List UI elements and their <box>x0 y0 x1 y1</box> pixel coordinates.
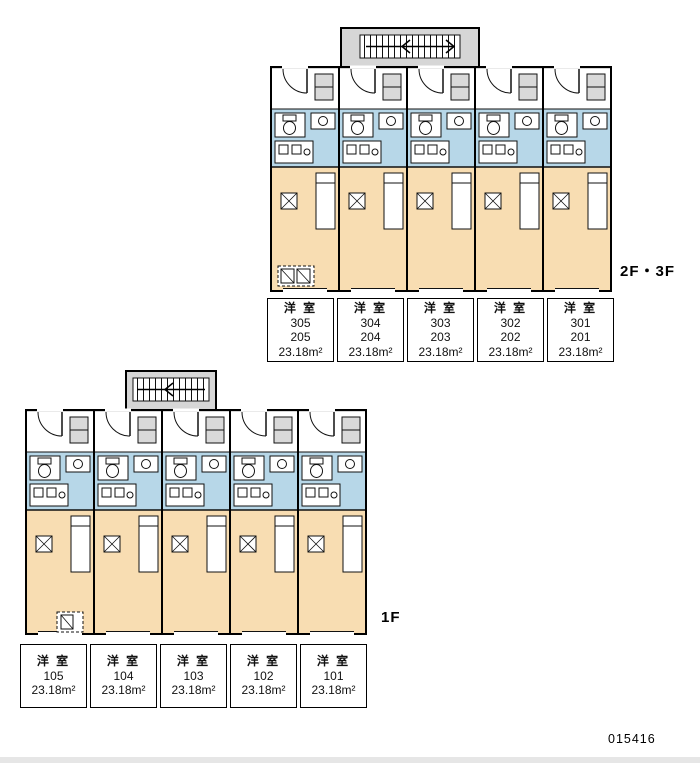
page-bottom-edge <box>0 757 700 763</box>
room-type-label: 洋 室 <box>246 654 281 669</box>
room-area: 23.18m² <box>171 683 216 698</box>
floor-label-2f3f: 2F・3F <box>620 263 676 280</box>
floor-plan-2f3f-drawing <box>269 27 613 293</box>
room-number: 102 <box>253 668 274 683</box>
room-number: 103 <box>183 668 204 683</box>
room-area: 23.18m² <box>278 344 323 359</box>
floor-plan-2f3f <box>268 26 614 293</box>
unit-info-cell-303: 洋 室 303 203 23.18m² <box>407 298 474 362</box>
floor-plan-1f-drawing <box>24 370 368 636</box>
unit-104 <box>92 408 164 636</box>
unit-103 <box>160 408 232 636</box>
reference-number: 015416 <box>608 732 656 746</box>
unit-info-cell-102: 洋 室 102 23.18m² <box>230 644 297 708</box>
room-type-label: 洋 室 <box>423 301 458 315</box>
room-type-label: 洋 室 <box>283 301 318 315</box>
unit-102 <box>228 408 300 636</box>
room-number: 105 <box>43 668 64 683</box>
room-area: 23.18m² <box>558 344 603 359</box>
room-type-label: 洋 室 <box>563 301 598 315</box>
room-number: 301 <box>570 315 591 330</box>
room-area: 23.18m² <box>311 683 356 698</box>
unit-table-2f3f: 洋 室 305 205 23.18m² 洋 室 304 204 23.18m² … <box>267 298 614 362</box>
room-type-label: 洋 室 <box>36 654 71 669</box>
room-type-label: 洋 室 <box>316 654 351 669</box>
room-type-label: 洋 室 <box>176 654 211 669</box>
unit-info-cell-104: 洋 室 104 23.18m² <box>90 644 157 708</box>
unit-info-cell-101: 洋 室 101 23.18m² <box>300 644 367 708</box>
room-number: 303 <box>430 315 451 330</box>
room-number: 104 <box>113 668 134 683</box>
room-number: 205 <box>290 330 311 344</box>
room-number: 204 <box>360 330 381 344</box>
unit-info-cell-302: 洋 室 302 202 23.18m² <box>477 298 544 362</box>
stairwell <box>340 27 480 70</box>
room-area: 23.18m² <box>488 344 533 359</box>
room-area: 23.18m² <box>101 683 146 698</box>
unit-301 <box>541 65 613 293</box>
room-area: 23.18m² <box>241 683 286 698</box>
room-number: 305 <box>290 315 311 330</box>
unit-table-1f: 洋 室 105 23.18m² 洋 室 104 23.18m² 洋 室 103 … <box>20 644 367 708</box>
room-number: 304 <box>360 315 381 330</box>
unit-303 <box>405 65 477 293</box>
room-number: 203 <box>430 330 451 344</box>
unit-info-cell-105: 洋 室 105 23.18m² <box>20 644 87 708</box>
floor-plan-1f <box>23 369 369 636</box>
room-area: 23.18m² <box>31 683 76 698</box>
room-number: 201 <box>570 330 591 344</box>
floor-label-1f: 1F <box>381 609 401 626</box>
room-number: 302 <box>500 315 521 330</box>
unit-info-cell-304: 洋 室 304 204 23.18m² <box>337 298 404 362</box>
room-number: 101 <box>323 668 344 683</box>
outdoor-unit-symbol <box>56 611 84 633</box>
outdoor-unit-symbols <box>277 265 315 287</box>
room-area: 23.18m² <box>418 344 463 359</box>
room-type-label: 洋 室 <box>353 301 388 315</box>
room-area: 23.18m² <box>348 344 393 359</box>
unit-101 <box>296 408 368 636</box>
unit-105 <box>24 408 96 636</box>
unit-304 <box>337 65 409 293</box>
room-type-label: 洋 室 <box>106 654 141 669</box>
unit-info-cell-103: 洋 室 103 23.18m² <box>160 644 227 708</box>
room-number: 202 <box>500 330 521 344</box>
room-type-label: 洋 室 <box>493 301 528 315</box>
unit-305 <box>269 65 341 293</box>
unit-info-cell-305: 洋 室 305 205 23.18m² <box>267 298 334 362</box>
unit-info-cell-301: 洋 室 301 201 23.18m² <box>547 298 614 362</box>
stairwell <box>125 370 217 413</box>
unit-302 <box>473 65 545 293</box>
